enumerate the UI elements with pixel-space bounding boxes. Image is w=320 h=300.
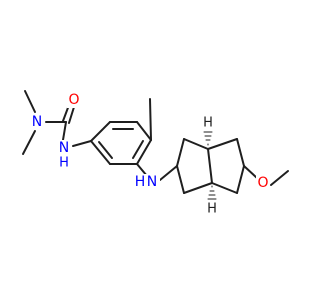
bond-c-o-double-b <box>68 106 75 124</box>
structure-canvas: O N N H H N O H <box>22 90 289 217</box>
atom-nh-amine-h: H <box>135 174 146 190</box>
bond-bicyclic-r4 <box>211 182 238 194</box>
bond-n-methyl-bottom <box>22 130 36 155</box>
bond-c-o-methoxy <box>243 165 258 179</box>
bond-bicyclic-l4 <box>183 182 213 194</box>
atom-o-carbonyl-label: O <box>68 92 79 108</box>
atom-nh-amine: H N <box>134 174 160 190</box>
bond-bicyclic-l2 <box>183 138 209 150</box>
atom-o-carbonyl: O <box>67 92 81 108</box>
atom-h-stereo-top-label: H <box>203 116 213 131</box>
bond-bicyclic-l3 <box>207 148 213 184</box>
molecule-diagram: O N N H H N O H <box>22 90 289 217</box>
bond-n-methyl-top <box>24 90 36 113</box>
atom-nh-amine-label: N <box>147 174 157 190</box>
atom-nh-urea-h: H <box>59 156 69 171</box>
bond-ring-6 <box>90 140 111 165</box>
bond-bicyclic-l1 <box>176 138 185 167</box>
atom-h-stereo-top: H <box>203 116 213 131</box>
stereo-bonds <box>203 131 217 200</box>
bond-c-nh <box>62 121 67 141</box>
bond-bicyclic-r2 <box>236 138 245 167</box>
atom-nh-urea: N H <box>57 140 71 171</box>
atom-nh-urea-label: N <box>59 140 69 156</box>
bond-nh-bicyclic <box>159 165 178 181</box>
bond-nh-ring <box>72 140 92 147</box>
bond-ring-methyl <box>149 98 152 141</box>
bond-ring-inner-3 <box>98 141 113 159</box>
atom-labels: O N N H H N O H <box>30 92 270 217</box>
bond-ring-4 <box>136 139 152 165</box>
atom-h-stereo-bottom-label: H <box>207 202 217 217</box>
bond-bicyclic-r1 <box>207 138 238 150</box>
atom-n-dimethyl-label: N <box>32 114 42 130</box>
bond-ring-1 <box>90 121 111 142</box>
bond-o-methyl <box>270 170 289 186</box>
hashed-wedge-top <box>203 131 213 146</box>
bond-ring-inner-2 <box>132 140 144 159</box>
bond-bicyclic-l5 <box>176 165 185 194</box>
bond-bicyclic-r3 <box>236 165 245 194</box>
atom-n-dimethyl: N <box>30 114 44 130</box>
atom-o-methoxy-label: O <box>257 175 268 191</box>
bonds <box>22 90 289 194</box>
hashed-wedge-bottom <box>207 185 217 200</box>
bond-ring-3 <box>136 121 152 141</box>
atom-o-methoxy: O <box>256 175 270 191</box>
atom-h-stereo-bottom: H <box>207 202 217 217</box>
